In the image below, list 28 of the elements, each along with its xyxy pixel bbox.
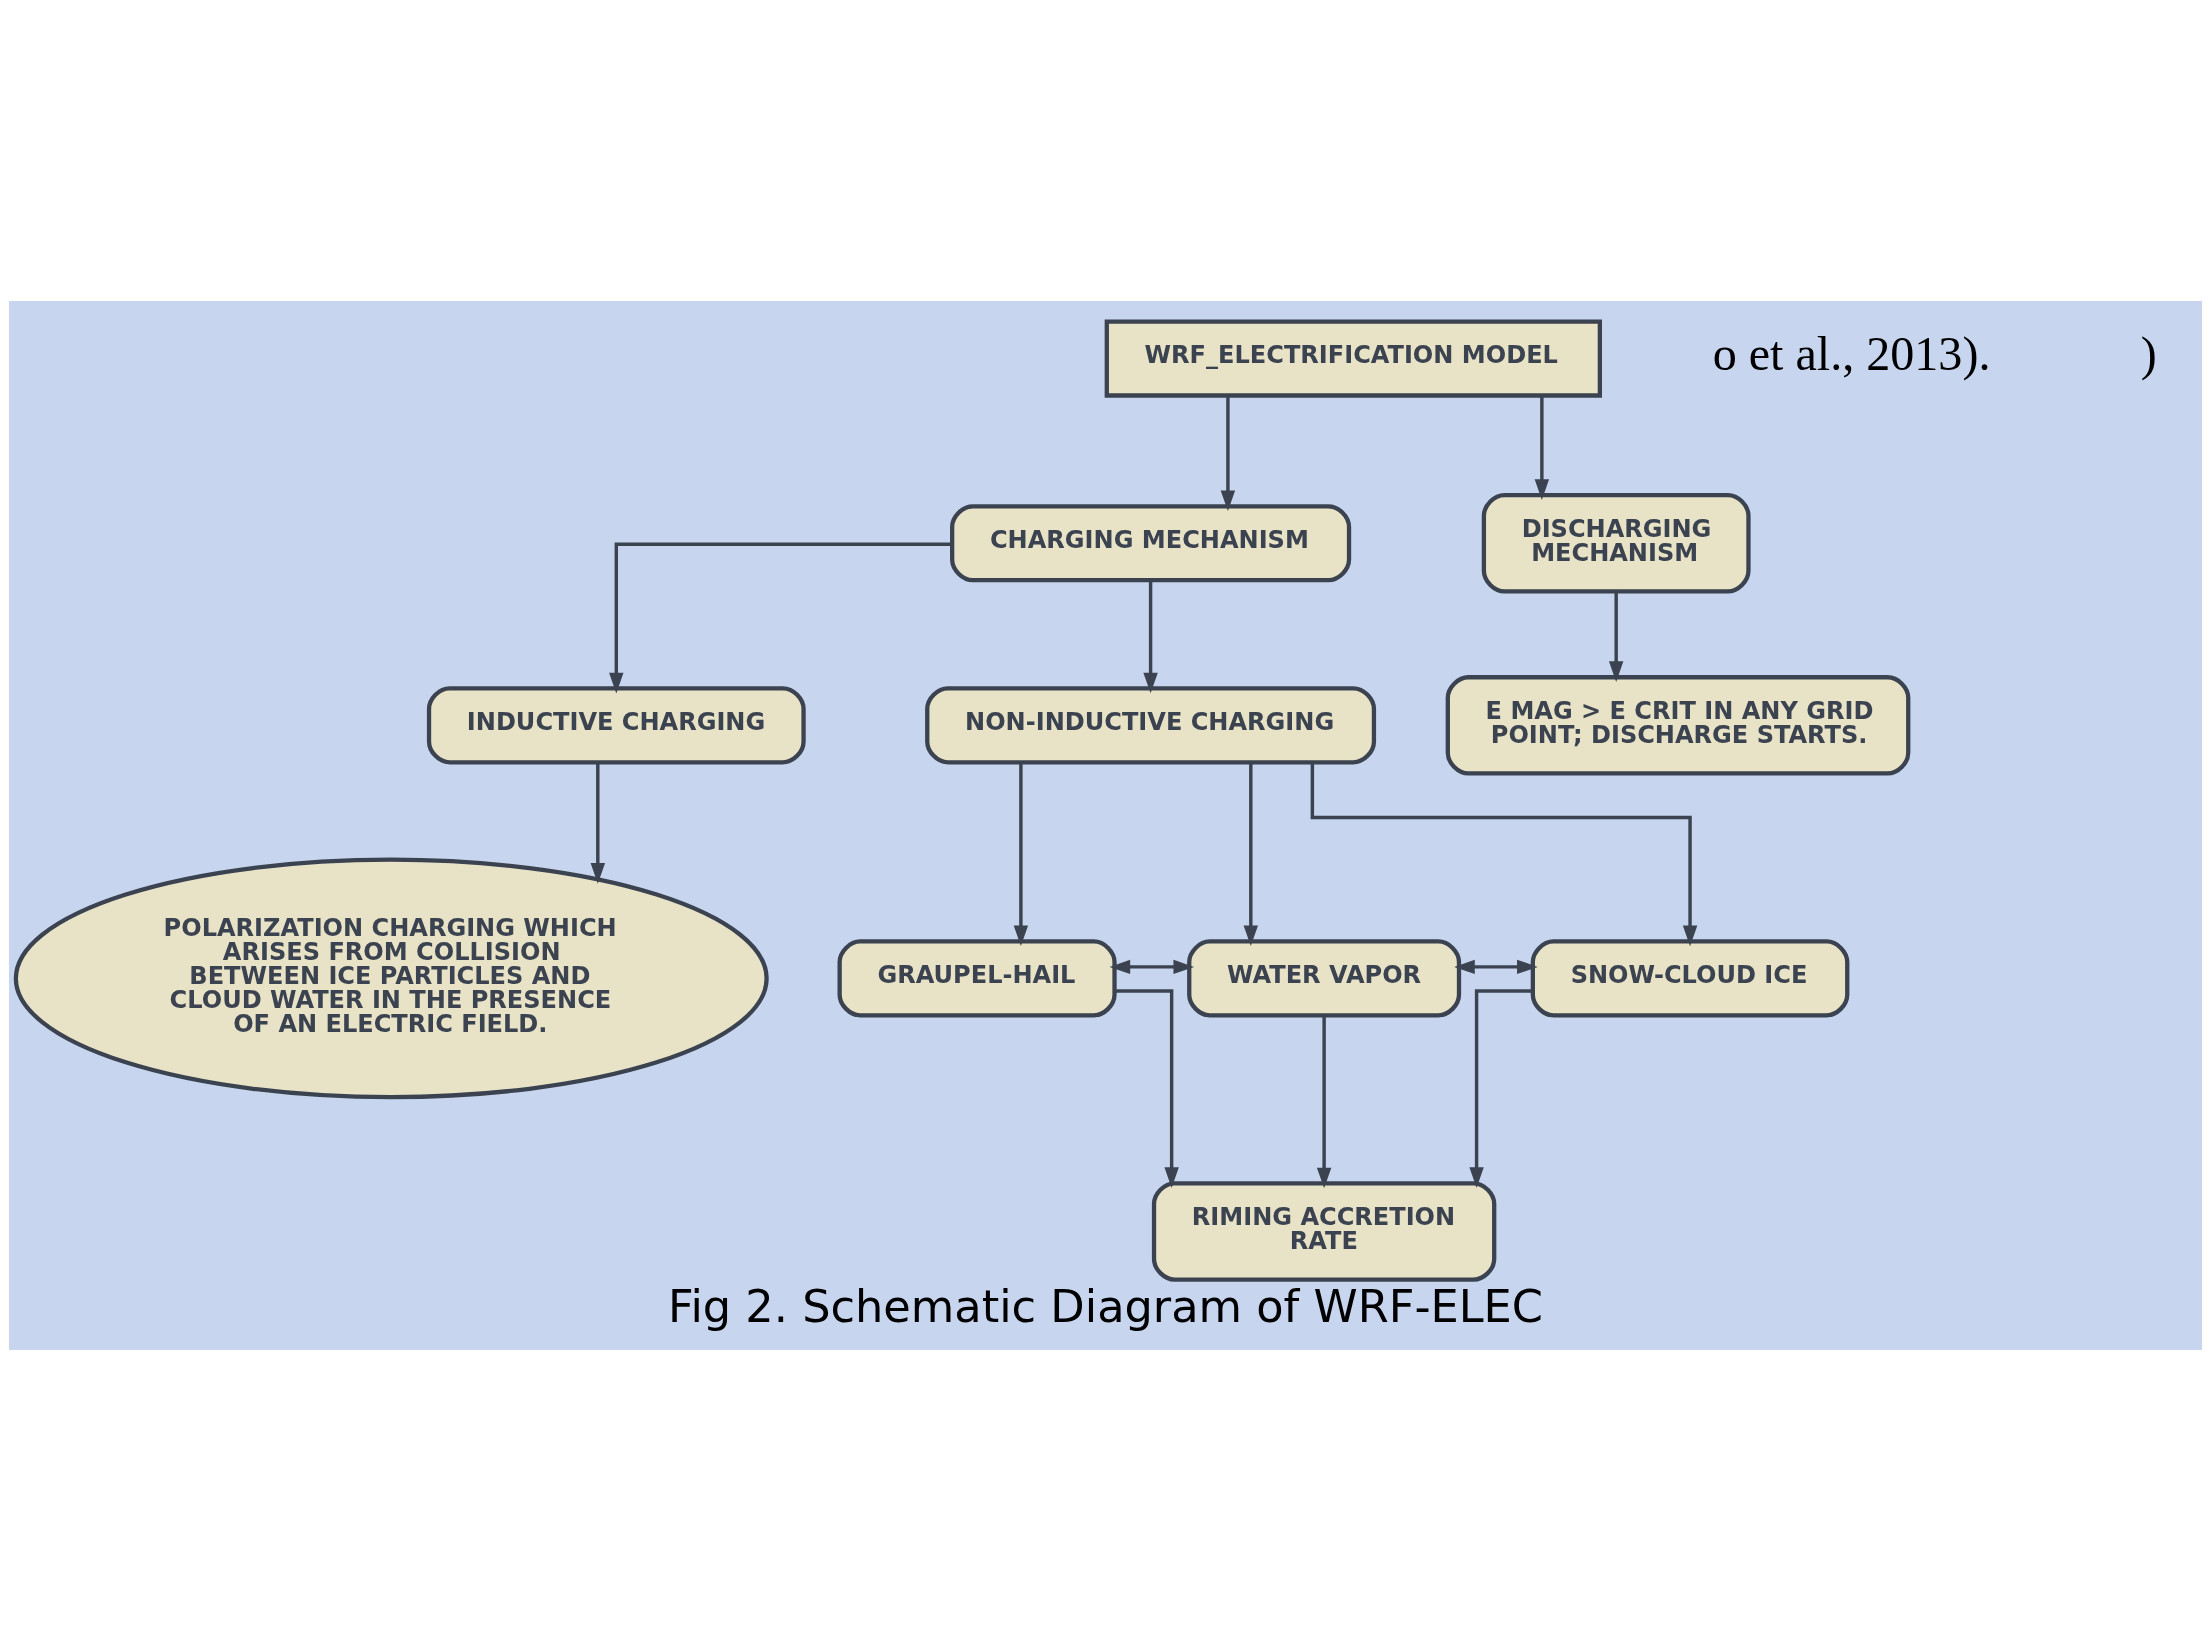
node-box: DISCHARGING MECHANISM <box>1481 493 1751 594</box>
arrow <box>1310 762 1698 947</box>
node-box: WATER VAPOR <box>1187 939 1462 1018</box>
arrow <box>1608 591 1624 682</box>
arrow <box>1143 580 1158 694</box>
arrow <box>1013 762 1029 947</box>
node-box: GRAUPEL-HAIL <box>837 939 1117 1018</box>
arrow <box>1454 959 1538 975</box>
label: o et al., 2013). <box>1712 327 1991 381</box>
node-box: E MAG > E CRIT IN ANY GRID POINT; DISCHARGE STARTS. <box>1445 675 1911 776</box>
arrow <box>1534 395 1550 500</box>
arrow <box>1109 959 1195 975</box>
arrow <box>1220 395 1236 512</box>
arrow <box>609 542 952 694</box>
node-box: CHARGING MECHANISM <box>950 504 1352 583</box>
node-ellipse: POLARIZATION CHARGING WHICH ARISES FROM COLLISION BETWEEN ICE PARTICLES AND CLOUD WATER IN THE PRESENCE OF AN ELECTRIC FIELD. <box>13 857 769 1100</box>
arrow <box>1469 989 1533 1188</box>
label: ) <box>2140 327 2157 381</box>
arrow <box>1243 762 1259 947</box>
node-box: NON-INDUCTIVE CHARGING <box>925 686 1377 765</box>
arrow <box>1114 989 1179 1188</box>
node-box: SNOW-CLOUD ICE <box>1530 939 1850 1018</box>
arrow <box>1316 1015 1332 1189</box>
caption: Fig 2. Schematic Diagram of WRF-ELEC <box>667 1281 1544 1334</box>
node-box: INDUCTIVE CHARGING <box>426 686 806 765</box>
node-box: RIMING ACCRETION RATE <box>1151 1181 1497 1282</box>
arrow <box>590 762 606 884</box>
node-box: WRF_ELECTRIFICATION MODEL <box>1104 319 1602 398</box>
